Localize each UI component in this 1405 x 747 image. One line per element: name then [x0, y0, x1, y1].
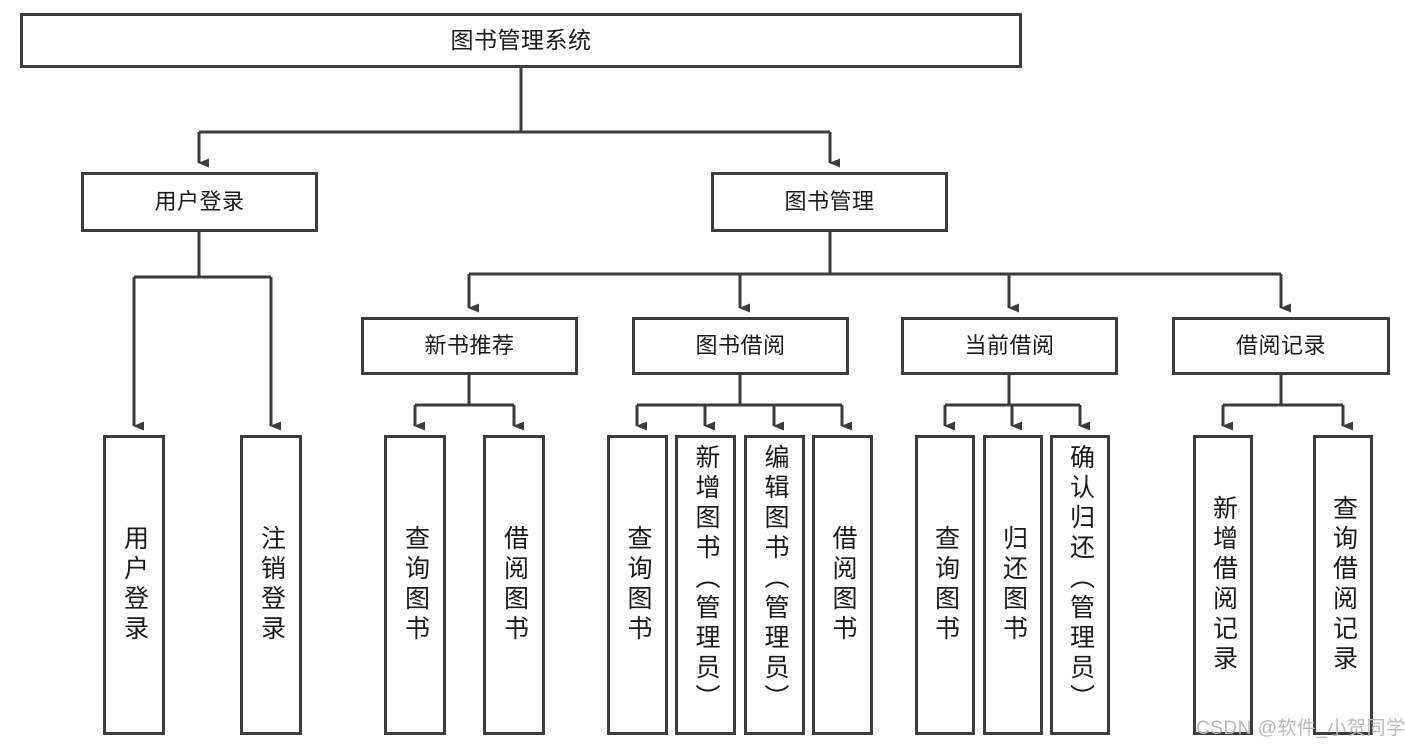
node-label: 查询图书: [931, 525, 960, 645]
leaf-borrow-book-recommend[interactable]: 借阅图书: [483, 435, 545, 735]
node-label: 图书管理系统: [450, 26, 592, 53]
node-label: 图书管理: [784, 189, 875, 215]
leaf-query-book-recommend[interactable]: 查询图书: [384, 435, 446, 735]
node-label: 查询图书: [401, 525, 430, 645]
node-label: 编辑图书（管理员）: [761, 444, 789, 714]
node-label: 借阅图书: [829, 525, 857, 645]
leaf-add-book[interactable]: 新增图书（管理员）: [675, 435, 736, 735]
leaf-borrow-book[interactable]: 借阅图书: [812, 435, 873, 735]
node-label: 查询图书: [624, 525, 652, 645]
node-book-borrow[interactable]: 图书借阅: [632, 317, 849, 375]
node-label: 新书推荐: [424, 333, 515, 359]
leaf-confirm-return[interactable]: 确认归还（管理员）: [1050, 435, 1110, 735]
node-label: 归还图书: [999, 525, 1028, 645]
node-current-borrow[interactable]: 当前借阅: [901, 317, 1118, 375]
leaf-query-borrow-record[interactable]: 查询借阅记录: [1313, 435, 1373, 735]
leaf-query-book-borrow[interactable]: 查询图书: [607, 435, 668, 735]
node-user-login[interactable]: 用户登录: [81, 172, 318, 232]
node-label: 用户登录: [120, 525, 149, 645]
leaf-edit-book[interactable]: 编辑图书（管理员）: [744, 435, 805, 735]
node-label: 新增图书（管理员）: [692, 444, 720, 714]
node-new-book-recommend[interactable]: 新书推荐: [361, 317, 578, 375]
node-label: 借阅记录: [1235, 333, 1326, 359]
node-label: 新增借阅记录: [1209, 495, 1238, 675]
leaf-add-borrow-record[interactable]: 新增借阅记录: [1193, 435, 1253, 735]
csdn-watermark: CSDN @软件_小贺同学: [1196, 718, 1405, 739]
node-borrow-record[interactable]: 借阅记录: [1172, 317, 1390, 375]
node-book-management-system[interactable]: 图书管理系统: [20, 13, 1022, 68]
node-label: 确认归还（管理员）: [1066, 444, 1095, 714]
node-book-management[interactable]: 图书管理: [711, 172, 948, 232]
node-label: 查询借阅记录: [1329, 495, 1358, 675]
leaf-query-book-current[interactable]: 查询图书: [915, 435, 975, 735]
leaf-logout-login[interactable]: 注销登录: [240, 435, 302, 735]
node-label: 当前借阅: [964, 333, 1055, 359]
node-label: 借阅图书: [500, 525, 529, 645]
leaf-return-book[interactable]: 归还图书: [983, 435, 1043, 735]
node-label: 用户登录: [154, 189, 245, 215]
leaf-user-login[interactable]: 用户登录: [103, 435, 165, 735]
node-label: 注销登录: [257, 525, 286, 645]
node-label: 图书借阅: [695, 333, 786, 359]
